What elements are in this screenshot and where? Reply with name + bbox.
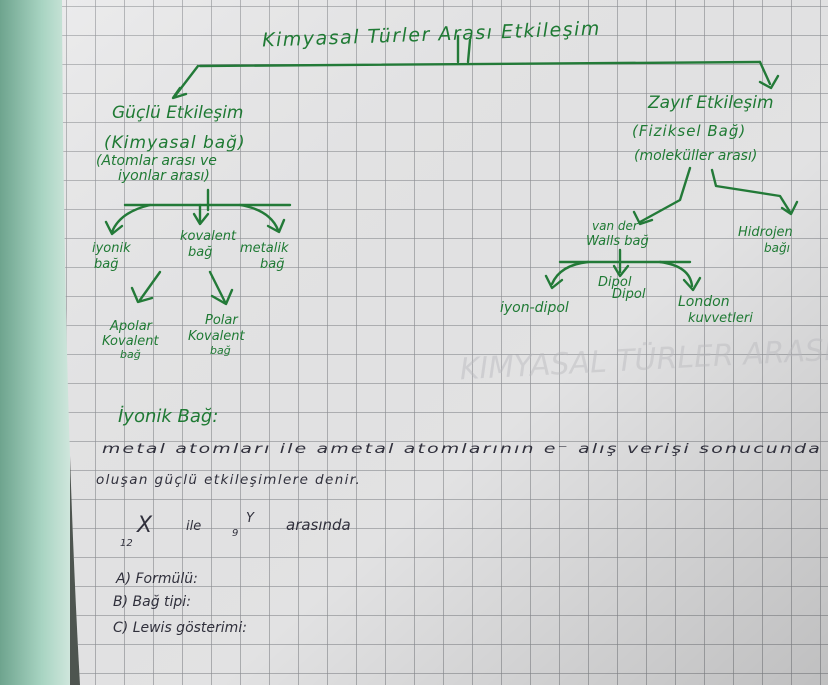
strong-branch-arrows	[104, 188, 292, 306]
weak-child-hidrojen: Hidrojen bağı	[738, 225, 793, 255]
weak-title: Zayıf Etkileşim	[647, 93, 774, 113]
weak-child-vanderwaals: van der Walls bağ	[586, 219, 649, 249]
strong-subtitle: (Kimyasal bağ)	[104, 133, 246, 153]
strong-child-label: bağ	[260, 257, 284, 272]
ionic-definition-line2: oluşan güçlü etkileşimlere denir.	[96, 472, 361, 488]
weak-grandchild-label: kuvvetleri	[688, 311, 753, 326]
weak-grandchild-london: London kuvvetleri	[678, 294, 753, 326]
weak-note: (moleküller arası)	[634, 148, 757, 164]
strong-child-label: bağ	[188, 245, 212, 260]
ile-word: ile	[186, 519, 201, 534]
ionic-heading: İyonik Bağ:	[118, 406, 218, 427]
strong-child-label: metalik	[240, 241, 289, 256]
title-branch-lines	[171, 34, 780, 100]
weak-grandchild-label: Dipol	[598, 275, 632, 290]
weak-child-label: van der	[592, 219, 639, 233]
strong-child-kovalent: kovalent bağ	[180, 229, 237, 260]
question-item-formula: A) Formülü:	[115, 571, 198, 587]
strong-grandchild-label: Polar	[205, 313, 239, 328]
question-item-lewis: C) Lewis gösterimi:	[113, 620, 247, 636]
strong-grandchild-apolar: Apolar Kovalent bağ	[102, 319, 160, 361]
x-subscript: 12	[120, 538, 133, 549]
ionic-question: 12 X ile 9 Y arasında	[120, 511, 351, 549]
strong-grandchild-label: Apolar	[109, 319, 154, 334]
weak-grandchild-label: iyon-dipol	[500, 300, 569, 316]
strong-title: Güçlü Etkileşim	[112, 103, 244, 123]
ionic-question-items: A) Formülü: B) Bağ tipi: C) Lewis göster…	[113, 571, 247, 636]
y-subscript: 9	[232, 528, 238, 539]
weak-grandchild-label: Dipol	[612, 287, 646, 302]
strong-child-label: bağ	[94, 257, 118, 272]
strong-grandchild-label: Kovalent	[188, 329, 246, 344]
strong-note-line2: iyonlar arası)	[118, 168, 210, 184]
weak-subtitle: (Fiziksel Bağ)	[632, 122, 746, 140]
weak-grandchild-iyondipol: iyon-dipol	[500, 300, 569, 316]
question-item-bond-type: B) Bağ tipi:	[113, 594, 191, 610]
weak-branch-arrows	[544, 166, 799, 292]
strong-note-line1: (Atomlar arası ve	[96, 153, 217, 169]
strong-child-iyonik: iyonik bağ	[92, 241, 131, 272]
paper-sheet	[62, 0, 828, 685]
weak-child-label: Walls bağ	[586, 234, 649, 249]
y-symbol: Y	[246, 511, 255, 526]
weak-child-label: Hidrojen	[738, 225, 793, 240]
strong-grandchild-label: bağ	[120, 348, 141, 361]
notebook-binding	[0, 0, 70, 685]
strong-child-metalik: metalik bağ	[240, 241, 289, 272]
weak-grandchild-label: London	[678, 294, 730, 310]
strong-grandchild-polar: Polar Kovalent bağ	[188, 313, 246, 357]
x-symbol: X	[136, 513, 153, 538]
ionic-definition-line1: metal atomları ile ametal atomlarının e⁻…	[102, 441, 822, 457]
strong-grandchild-label: Kovalent	[102, 334, 160, 349]
weak-child-label: bağı	[764, 241, 790, 255]
strong-child-label: iyonik	[92, 241, 131, 256]
strong-grandchild-label: bağ	[210, 344, 231, 357]
strong-child-label: kovalent	[180, 229, 237, 244]
question-tail: arasında	[286, 516, 351, 534]
weak-grandchild-dipoldipol: Dipol Dipol	[598, 275, 646, 302]
